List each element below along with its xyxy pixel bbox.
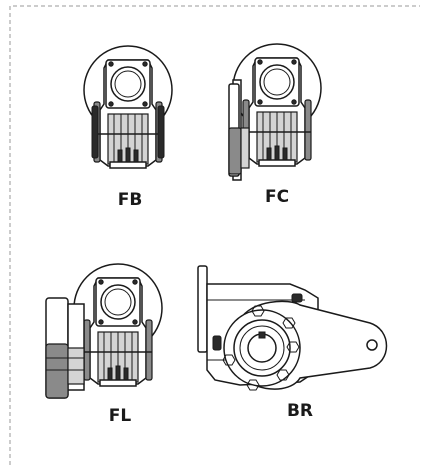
variant-br-drawing — [197, 265, 388, 391]
variant-br-label: BR — [287, 401, 313, 421]
variant-fb-label: FB — [118, 190, 143, 210]
variant-fl-drawing — [45, 263, 163, 399]
variant-fl-label: FL — [109, 406, 132, 426]
variant-fc-label: FC — [265, 187, 289, 207]
dashed-frame — [9, 5, 420, 465]
variant-fb-drawing — [83, 45, 173, 169]
variant-fc-drawing — [228, 43, 322, 181]
